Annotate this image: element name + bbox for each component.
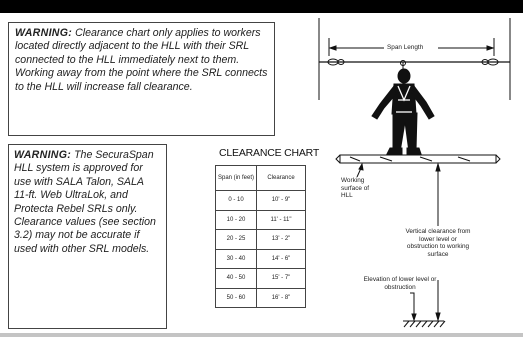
span-cell: 50 - 60 [215, 287, 257, 308]
warning-text: The SecuraSpan HLL system is approved fo… [14, 149, 156, 255]
column-header-span: Span (in feet) [215, 165, 257, 191]
clearance-cell: 16' - 8" [256, 287, 306, 308]
column-header-clearance: Clearance [256, 165, 306, 191]
warning-box-srl-models: WARNING: The SecuraSpan HLL system is ap… [8, 144, 167, 329]
warning-box-fall-clearance: WARNING: Clearance chart only applies to… [8, 22, 275, 136]
table-header-row: Span (in feet) Clearance [215, 165, 306, 191]
warning-text: Clearance chart only applies to workers … [15, 27, 268, 93]
worker-figure [371, 68, 435, 155]
vertical-clearance-label: Vertical clearance from lower level or o… [405, 228, 471, 258]
span-length-label: Span Length [387, 44, 424, 51]
clearance-chart-title: CLEARANCE CHART [219, 147, 320, 159]
warning-label: WARNING: [15, 27, 73, 39]
footer-rule [0, 333, 523, 337]
warning-label: WARNING: [14, 149, 72, 161]
elevation-label: Elevation of lower level or obstruction [363, 276, 437, 291]
working-surface-label: Working surface of HLL [341, 177, 370, 200]
header-bar [0, 0, 523, 13]
working-surface-beam [339, 154, 497, 164]
